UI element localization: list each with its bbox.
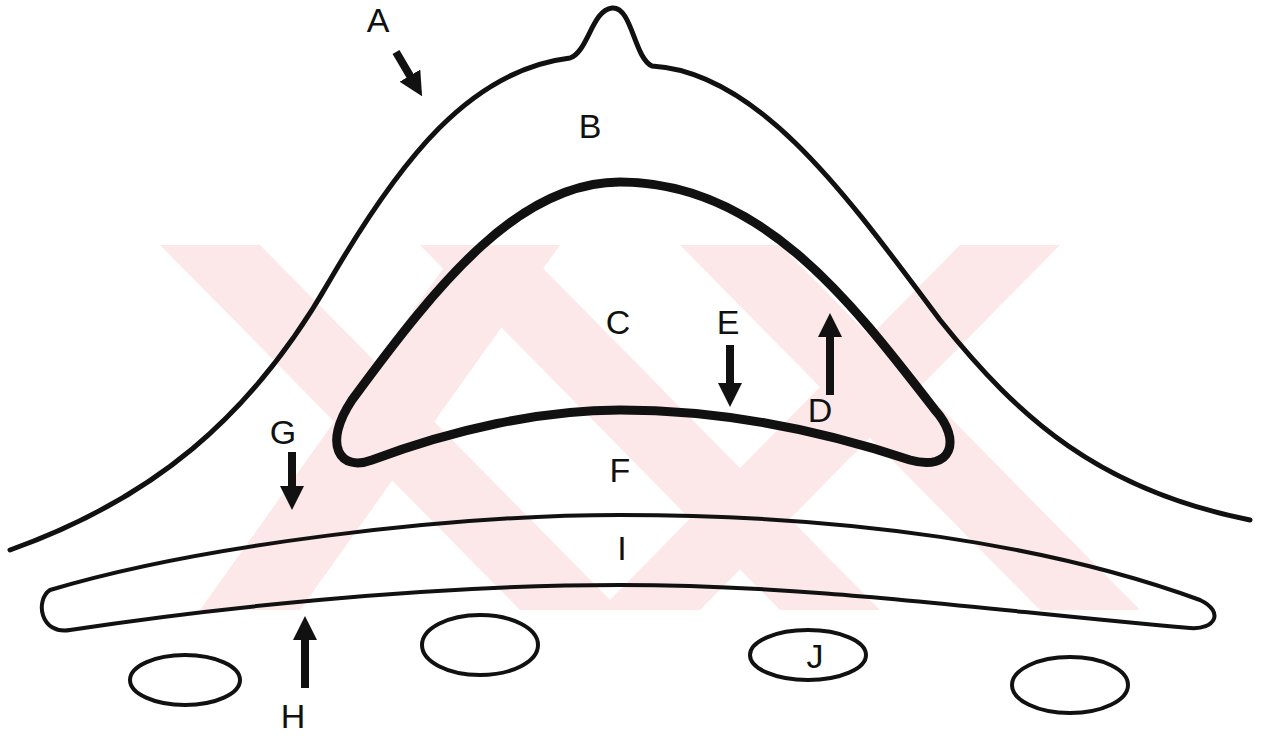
oval-structure xyxy=(750,630,866,680)
oval-structure xyxy=(1012,657,1128,713)
callout-letter: H xyxy=(281,699,306,733)
oval-structure xyxy=(130,655,240,705)
callout-letter: J xyxy=(807,639,824,673)
basal-layer xyxy=(42,515,1215,630)
callout-letter: E xyxy=(717,305,740,339)
oval-structure xyxy=(422,615,538,675)
callout-letter: F xyxy=(610,453,631,487)
callout-letter: G xyxy=(270,415,296,449)
outer-membrane xyxy=(10,8,1250,550)
callout-letter: D xyxy=(808,393,833,427)
callout-letter: I xyxy=(617,531,626,565)
callout-letter: A xyxy=(367,3,390,37)
pointer-arrow xyxy=(726,345,734,395)
pointer-arrow xyxy=(396,52,416,86)
inner-cavity xyxy=(337,182,950,463)
callout-letter: B xyxy=(579,109,602,143)
pointer-arrow xyxy=(288,452,296,498)
callout-letter: C xyxy=(606,305,631,339)
watermark xyxy=(160,245,1140,610)
pointer-arrow xyxy=(301,628,309,688)
pointer-arrow xyxy=(826,325,834,395)
